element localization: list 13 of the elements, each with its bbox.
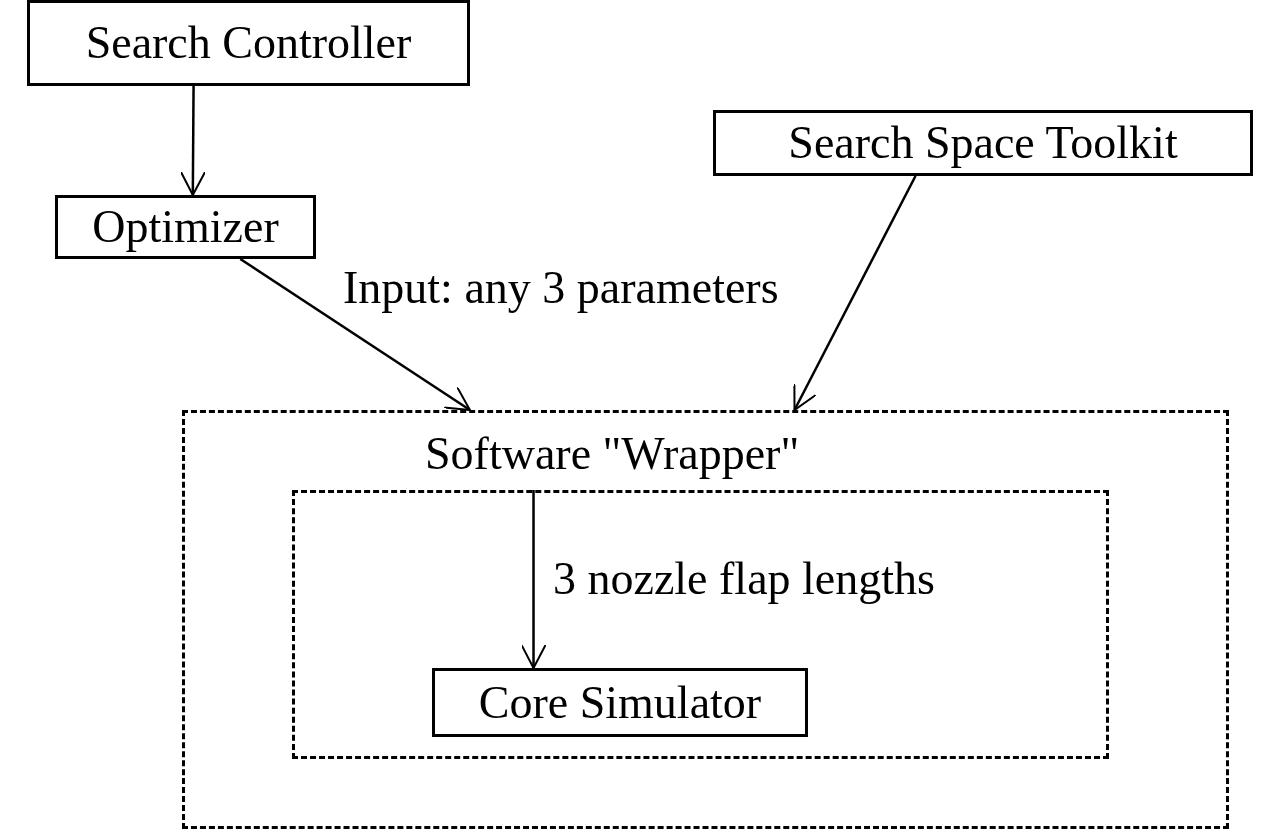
arrow [520,490,547,669]
component-box [55,195,316,259]
component-box [713,110,1253,176]
arrow [179,86,206,196]
arrow [239,257,471,412]
node-label: Software "Wrapper" [425,431,800,477]
node-label: Optimizer [92,204,279,250]
node-label: Search Space Toolkit [788,120,1178,166]
component-box [27,0,470,86]
component-box [432,668,808,737]
arrow [793,175,917,411]
node-label: Search Controller [85,20,412,66]
node-label: Core Simulator [478,679,762,726]
